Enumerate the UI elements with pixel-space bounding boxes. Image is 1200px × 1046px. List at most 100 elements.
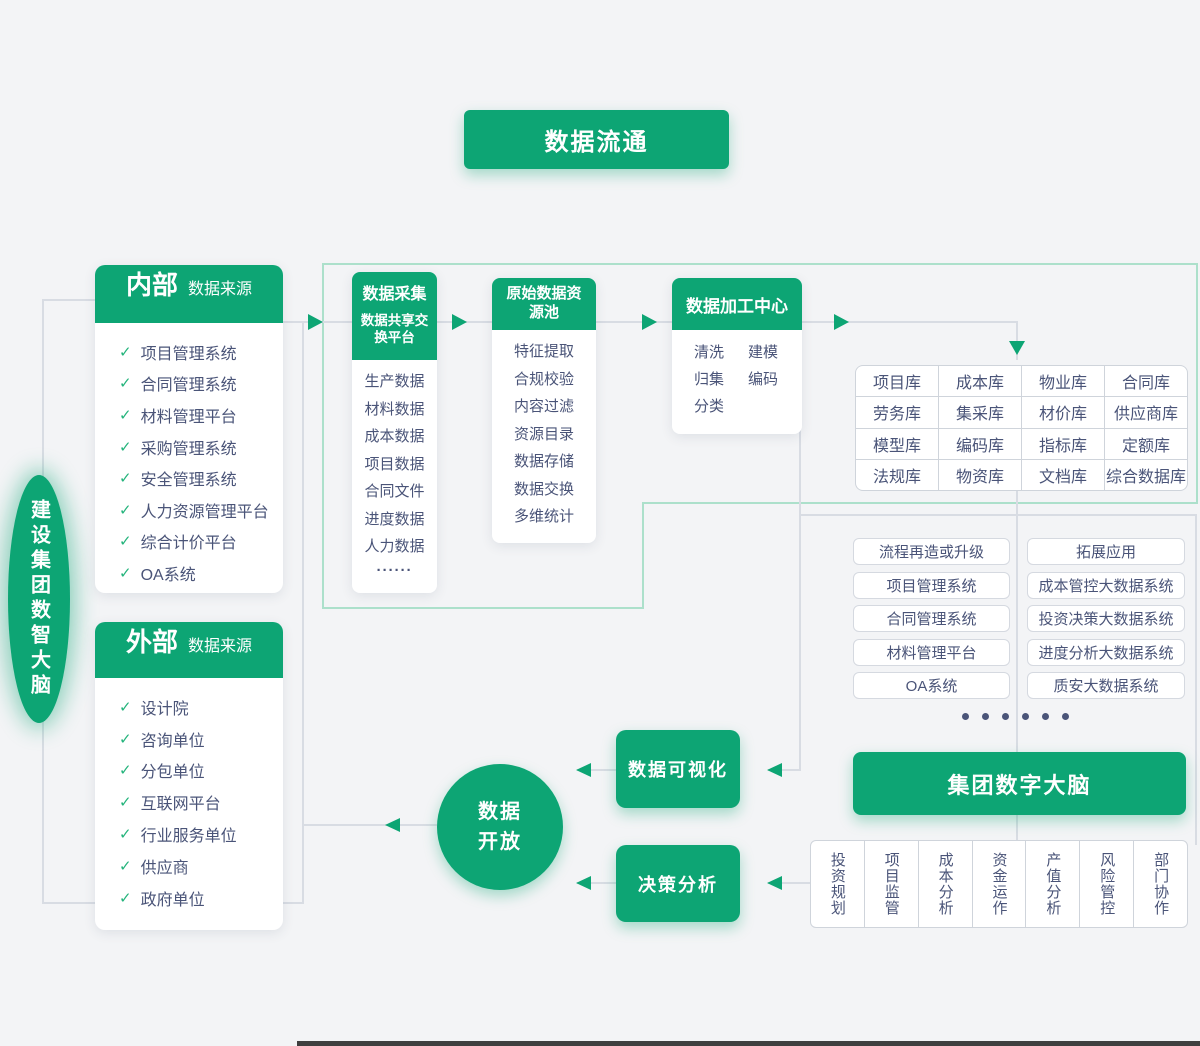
- list-item: ✓材料管理平台: [119, 399, 283, 431]
- bottom-bar: [297, 1041, 1200, 1046]
- function-label: 成本分析: [936, 852, 954, 916]
- db-cell: 物资库: [939, 459, 1021, 490]
- check-icon: ✓: [119, 564, 132, 582]
- pill-item: 拓展应用: [1027, 538, 1185, 565]
- process-upgrade-list: 流程再造或升级 项目管理系统 合同管理系统 材料管理平台 OA系统: [853, 538, 1010, 699]
- pill-item: OA系统: [853, 672, 1010, 699]
- function-cell: 资金运作: [972, 841, 1026, 927]
- list-item: 进度数据: [364, 510, 425, 528]
- list-item: 数据交换: [513, 480, 574, 498]
- db-cell: 项目库: [856, 366, 938, 397]
- data-processing-list: 清洗 建模 归集 编码 分类: [672, 330, 802, 420]
- db-cell: 模型库: [856, 428, 938, 459]
- function-label: 部门协作: [1152, 852, 1170, 916]
- pill-item: 材料管理平台: [853, 638, 1010, 666]
- list-item-label: 采购管理系统: [140, 440, 237, 458]
- pill-item: 合同管理系统: [853, 605, 1010, 632]
- list-item-label: 供应商: [140, 859, 189, 877]
- dot: [962, 713, 969, 720]
- pill-item: 投资决策大数据系统: [1027, 605, 1185, 632]
- pill-item: 项目管理系统: [853, 571, 1010, 599]
- list-item: ✓互联网平台: [119, 786, 283, 818]
- external-sources-card: 外部 数据来源 ✓设计院 ✓咨询单位 ✓分包单位 ✓互联网平台 ✓行业服务单位 …: [95, 622, 283, 930]
- function-cell: 部门协作: [1134, 841, 1187, 927]
- data-circulation-label: 数据流通: [544, 129, 649, 156]
- data-platform-region-border: [322, 263, 1198, 609]
- dot: [1062, 713, 1069, 720]
- db-cell: 文档库: [1022, 459, 1104, 490]
- list-item: 归集: [694, 371, 725, 388]
- function-label: 资金运作: [990, 852, 1008, 916]
- list-item: 数据存储: [513, 453, 574, 470]
- data-collection-subtitle: 数据共享交换平台: [360, 312, 429, 346]
- list-item-label: 综合计价平台: [140, 535, 237, 553]
- internal-sources-card: 内部 数据来源 ✓项目管理系统 ✓合同管理系统 ✓材料管理平台 ✓采购管理系统 …: [95, 265, 283, 593]
- dot: [982, 713, 989, 720]
- function-label: 产值分析: [1044, 852, 1062, 916]
- db-cell: 法规库: [856, 459, 938, 490]
- arrow-right-icon: [834, 314, 849, 330]
- arrow-left-icon: [576, 876, 591, 890]
- arrow-left-icon: [576, 763, 591, 777]
- list-item-label: 政府单位: [140, 891, 205, 909]
- data-visualization-node: 数据可视化: [616, 730, 740, 808]
- list-item-label: 设计院: [140, 700, 189, 718]
- function-cell: 成本分析: [918, 841, 972, 927]
- list-item: ✓项目管理系统: [119, 336, 283, 368]
- list-item-label: 咨询单位: [140, 732, 205, 750]
- ellipsis-label: ······: [376, 561, 413, 579]
- data-collection-card: 数据采集 数据共享交换平台 生产数据 材料数据 成本数据 项目数据 合同文件 进…: [352, 272, 437, 593]
- internal-sources-list: ✓项目管理系统 ✓合同管理系统 ✓材料管理平台 ✓采购管理系统 ✓安全管理系统 …: [95, 323, 283, 589]
- data-visualization-label: 数据可视化: [628, 760, 728, 780]
- check-icon: ✓: [119, 501, 132, 519]
- group-digital-brain-label: 集团数字大脑: [947, 772, 1092, 798]
- internal-subtitle: 数据来源: [188, 281, 253, 298]
- external-subtitle: 数据来源: [188, 638, 253, 655]
- pill-item: 质安大数据系统: [1027, 672, 1185, 699]
- list-item-label: 分包单位: [140, 764, 205, 782]
- check-icon: ✓: [119, 698, 132, 716]
- function-label: 投资规划: [828, 852, 846, 916]
- list-item-label: 安全管理系统: [140, 472, 237, 490]
- check-icon: ✓: [119, 375, 132, 393]
- db-cell: 集采库: [939, 397, 1021, 428]
- internal-title: 内部: [125, 270, 178, 300]
- function-label: 风险管控: [1098, 852, 1116, 916]
- db-cell: 综合数据库: [1105, 459, 1187, 490]
- list-item: 生产数据: [364, 373, 425, 390]
- dot: [1022, 713, 1029, 720]
- group-digital-brain-banner: 集团数字大脑: [853, 752, 1186, 815]
- db-cell: 定额库: [1105, 428, 1187, 459]
- check-icon: ✓: [119, 730, 132, 748]
- check-icon: ✓: [119, 533, 132, 551]
- list-item: 建模: [748, 344, 779, 361]
- construction-group-brain-label: 建设集团数智大脑: [27, 499, 50, 699]
- db-cell: 材价库: [1022, 397, 1104, 428]
- data-processing-card: 数据加工中心 清洗 建模 归集 编码 分类: [672, 278, 802, 434]
- expansion-apps-list: 拓展应用 成本管控大数据系统 投资决策大数据系统 进度分析大数据系统 质安大数据…: [1027, 538, 1185, 699]
- data-collection-title: 数据采集: [362, 286, 427, 304]
- internal-sources-header: 内部 数据来源: [95, 265, 283, 323]
- check-icon: ✓: [119, 438, 132, 456]
- data-collection-list: 生产数据 材料数据 成本数据 项目数据 合同文件 进度数据 人力数据 ·····…: [352, 360, 437, 588]
- arrow-right-icon: [308, 314, 323, 330]
- list-item: ✓政府单位: [119, 882, 283, 914]
- wire-lines: [42, 299, 1197, 904]
- list-item-label: 项目管理系统: [140, 345, 237, 363]
- list-item: ✓供应商: [119, 850, 283, 882]
- construction-group-brain-ellipse: 建设集团数智大脑: [8, 475, 70, 723]
- list-item: ✓合同管理系统: [119, 368, 283, 400]
- data-open-circle: 数据 开放: [437, 764, 563, 890]
- db-cell: 供应商库: [1105, 397, 1187, 428]
- function-cell: 项目监管: [864, 841, 918, 927]
- data-circulation-banner: 数据流通: [464, 110, 729, 169]
- dot: [1002, 713, 1009, 720]
- db-cell: 物业库: [1022, 366, 1104, 397]
- arrow-down-icon: [1009, 341, 1025, 355]
- function-cell: 风险管控: [1080, 841, 1134, 927]
- function-columns: 投资规划 项目监管 成本分析 资金运作 产值分析 风险管控 部门协作: [810, 840, 1188, 928]
- raw-data-pool-list: 特征提取 合规校验 内容过滤 资源目录 数据存储 数据交换 多维统计: [492, 330, 596, 531]
- data-open-label: 数据 开放: [478, 801, 522, 853]
- external-sources-header: 外部 数据来源: [95, 622, 283, 678]
- list-item: ✓ 设计院: [119, 691, 283, 723]
